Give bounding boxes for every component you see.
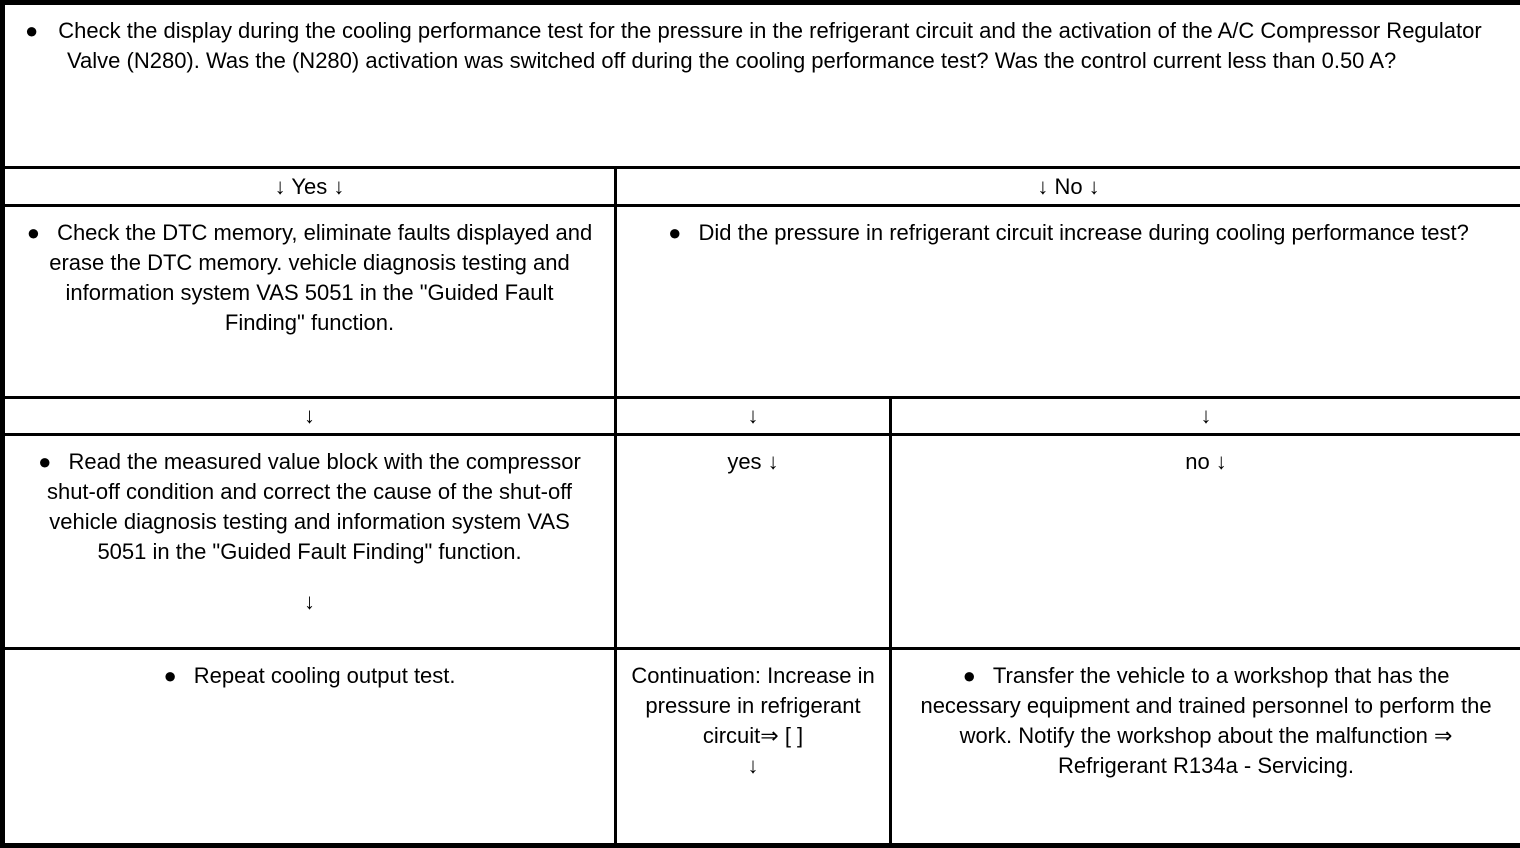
branch-step2-row: ●Read the measured value block with the … bbox=[1, 433, 1520, 650]
question-row: ● Check the display during the cooling pe… bbox=[0, 1, 1520, 169]
yes-step3-item: ● Repeat cooling output test. bbox=[25, 661, 594, 691]
continuation-arrow: ↓ bbox=[625, 751, 881, 781]
yes-step1-cell: ● Check the DTC memory, eliminate faults … bbox=[1, 204, 617, 399]
yes-header-label: ↓ Yes ↓ bbox=[274, 173, 345, 199]
no-question-item: ● Did the pressure in refrigerant circuit… bbox=[637, 218, 1500, 248]
bullet-icon: ● bbox=[163, 663, 177, 688]
yes-step1-text: Check the DTC memory, eliminate faults d… bbox=[49, 220, 593, 335]
yes-step3-cell: ● Repeat cooling output test. bbox=[1, 647, 617, 847]
yes-step1-item: ● Check the DTC memory, eliminate faults … bbox=[25, 218, 594, 338]
bullet-icon: ● bbox=[38, 449, 52, 474]
bullet-icon: ● bbox=[962, 663, 976, 688]
no-yes-arrow-cell: ↓ bbox=[614, 396, 892, 436]
yes-step2-item: ●Read the measured value block with the … bbox=[25, 447, 594, 567]
sub-no-cell: no ↓ bbox=[888, 433, 1520, 650]
question-text: Check the display during the cooling per… bbox=[58, 18, 1482, 73]
question-item: ● Check the display during the cooling pe… bbox=[25, 16, 1500, 76]
yes-step3-text: Repeat cooling output test. bbox=[193, 663, 456, 688]
yes-arrow-cell: ↓ bbox=[1, 396, 617, 436]
no-question-cell: ● Did the pressure in refrigerant circuit… bbox=[613, 204, 1520, 399]
down-arrow-icon: ↓ bbox=[747, 403, 759, 428]
continuation-cell: Continuation: Increase in pressure in re… bbox=[614, 647, 892, 847]
sub-yes-cell: yes ↓ bbox=[614, 433, 892, 650]
down-arrow-icon: ↓ bbox=[747, 753, 759, 778]
sub-yes-label: yes ↓ bbox=[727, 449, 779, 474]
bullet-icon: ● bbox=[668, 220, 682, 245]
branch-header-row: ↓ Yes ↓ ↓ No ↓ bbox=[1, 166, 1520, 207]
outcome-row: ● Repeat cooling output test. Continuatio… bbox=[1, 647, 1520, 847]
down-arrow-icon: ↓ bbox=[304, 589, 315, 614]
continuation-text: Continuation: Increase in pressure in re… bbox=[631, 663, 875, 748]
sub-no-label: no ↓ bbox=[1185, 449, 1227, 474]
bullet-icon: ● bbox=[26, 220, 41, 245]
branch-step1-row: ● Check the DTC memory, eliminate faults … bbox=[1, 204, 1520, 399]
question-cell: ● Check the display during the cooling pe… bbox=[0, 1, 1520, 169]
no-header-cell: ↓ No ↓ bbox=[613, 166, 1520, 207]
yes-step2-cell: ●Read the measured value block with the … bbox=[1, 433, 617, 650]
transfer-item: ●Transfer the vehicle to a workshop that… bbox=[912, 661, 1500, 781]
yes-header-cell: ↓ Yes ↓ bbox=[1, 166, 617, 207]
transfer-text: Transfer the vehicle to a workshop that … bbox=[920, 663, 1492, 778]
no-question-text: Did the pressure in refrigerant circuit … bbox=[698, 220, 1469, 245]
arrow-row: ↓ ↓ ↓ bbox=[1, 396, 1520, 436]
down-arrow-icon: ↓ bbox=[304, 403, 315, 428]
down-arrow-icon: ↓ bbox=[1200, 403, 1212, 428]
no-header-label: ↓ No ↓ bbox=[1037, 173, 1100, 199]
bullet-icon: ● bbox=[25, 18, 39, 43]
yes-step2-text: Read the measured value block with the c… bbox=[46, 449, 581, 564]
transfer-cell: ●Transfer the vehicle to a workshop that… bbox=[888, 647, 1520, 847]
no-no-arrow-cell: ↓ bbox=[888, 396, 1520, 436]
yes-step2-arrow: ↓ bbox=[25, 587, 594, 617]
